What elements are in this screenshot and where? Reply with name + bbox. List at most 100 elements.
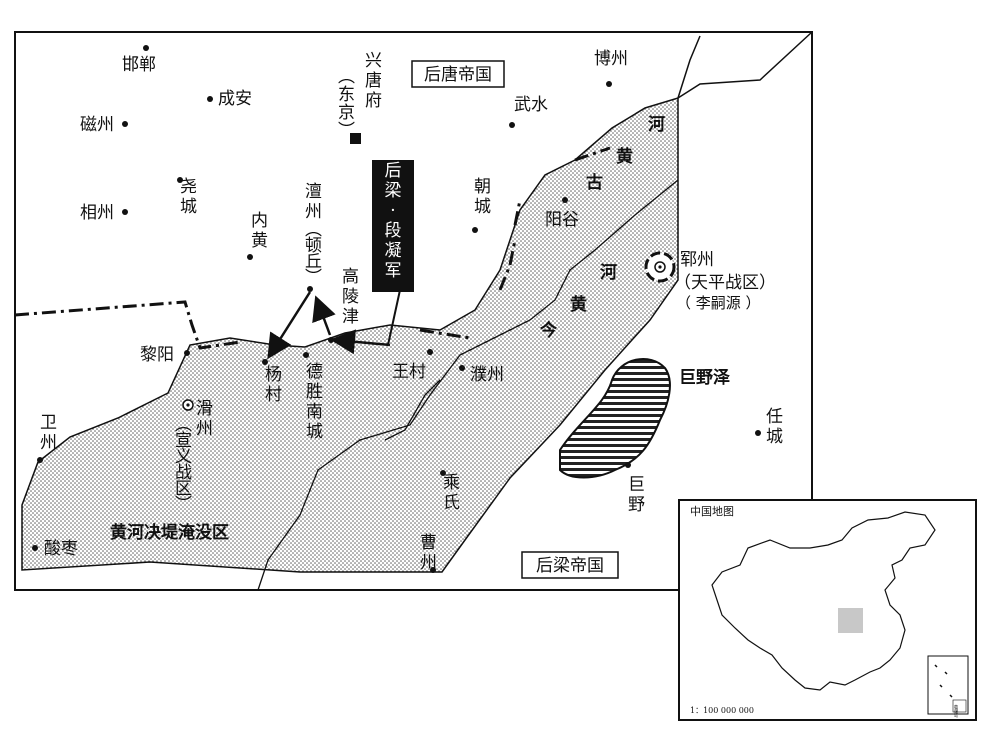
dot-chengshi	[440, 470, 446, 476]
v-xingtang-sub-char: ︵	[338, 67, 355, 87]
v-chaocheng-char: 朝	[474, 177, 491, 197]
south-sea-label-box	[952, 699, 967, 713]
v-deshengnan-char: 德	[306, 362, 323, 382]
dot-wushui	[509, 122, 515, 128]
v-huazhou-sub-char: 战	[175, 463, 192, 483]
army-text-char: 段	[385, 221, 402, 241]
v-huazhou-sub-char: ︶	[175, 495, 192, 515]
v-chengshi-char: 氏	[443, 493, 460, 513]
inset-scale: 1：100 000 000	[690, 706, 754, 715]
inner-river-branch	[384, 379, 441, 441]
locator-square	[838, 608, 863, 633]
label-wushui: 武水	[514, 95, 548, 115]
state-boundary-mid	[419, 328, 471, 340]
china-outline	[711, 511, 936, 691]
label-handan: 邯郸	[122, 55, 156, 75]
old-river-char-1: 河	[648, 115, 665, 135]
label-yanggu: 阳谷	[545, 210, 579, 230]
label-xiangzhou: 相州	[80, 203, 114, 223]
label-huazhou-sub: ︵宣义战区︶	[175, 415, 192, 515]
label-chaocheng: 朝城	[474, 177, 491, 217]
label-chengshi: 乘氏	[443, 473, 460, 513]
dot-suanzao	[32, 545, 38, 551]
v-caozhou-char: 州	[420, 553, 437, 573]
arrow-army-to-wangcun	[387, 289, 401, 346]
label-liyang: 黎阳	[140, 345, 174, 365]
label-wangcun: 王村	[392, 362, 426, 382]
v-rencheng-char: 城	[766, 427, 783, 447]
xingtang-capital-marker	[350, 133, 361, 144]
v-xingtang-char: 兴	[365, 51, 382, 71]
dot-chengan	[207, 96, 213, 102]
south-sea-islands	[934, 664, 953, 698]
v-tanzhou-char: 澶	[305, 182, 322, 202]
later-tang-label: 后唐帝国	[424, 64, 492, 85]
v-chengshi-char: 乘	[443, 473, 460, 493]
state-boundary-ne	[498, 146, 611, 291]
v-xingtang-sub-char: 京	[338, 103, 355, 123]
v-yaocheng-char: 尧	[180, 177, 197, 197]
dot-gaolingjin	[328, 337, 334, 343]
label-yunzhou: 郓州	[680, 250, 714, 270]
sea-label-char: 诸	[954, 709, 958, 715]
v-xingtang-char: 唐	[365, 70, 382, 91]
v-neihuang-char: 黄	[251, 231, 268, 251]
juye-lake	[559, 358, 671, 479]
label-boshou: 博州	[594, 49, 628, 69]
old-river-char-3: 古	[586, 172, 603, 193]
label-xingtang: 兴唐府	[365, 51, 382, 111]
label-rencheng: 任城	[766, 407, 783, 447]
old-river-char-2: 黄	[616, 146, 633, 167]
yunzhou-marker-dot	[658, 265, 662, 269]
dot-juye	[625, 462, 631, 468]
v-yangcun-char: 村	[265, 385, 282, 405]
dot-yangcun	[262, 359, 268, 365]
v-deshengnan-char: 城	[306, 422, 323, 442]
inset-title: 中国地图	[690, 505, 734, 518]
arrow-wangcun-to-gaolingjin	[330, 329, 391, 355]
v-gaolingjin-char: 高	[342, 267, 359, 287]
v-huazhou-char: 州	[196, 419, 213, 439]
lake-label: 巨野泽	[679, 368, 730, 388]
v-yaocheng-char: 城	[180, 197, 197, 217]
dot-liyang	[184, 350, 190, 356]
label-juye: 巨野	[628, 475, 645, 515]
settlement-dots	[32, 45, 761, 573]
dot-yaocheng	[177, 177, 183, 183]
dot-yanggu	[562, 197, 568, 203]
v-neihuang-char: 内	[251, 211, 268, 231]
v-xingtang-sub-char: 东	[338, 85, 355, 105]
label-weizhou: 卫州	[40, 413, 57, 453]
label-deshengnan: 德胜南城	[306, 362, 323, 442]
label-huazhou: 滑州	[196, 399, 213, 439]
v-juye-char: 巨	[628, 475, 645, 495]
v-huazhou-sub-char: 宣	[175, 431, 192, 451]
army-text-char: 梁	[385, 181, 402, 201]
new-river-char-3: 今	[540, 320, 557, 341]
dot-rencheng	[755, 430, 761, 436]
v-yangcun-char: 杨	[265, 365, 282, 385]
v-huazhou-sub-char: ︵	[175, 415, 192, 435]
label-yunzhou-sub2: （ 李嗣源 ）	[676, 294, 761, 312]
v-xingtang-char: 府	[365, 91, 382, 111]
arrow-tanzhou-to-yangcun	[267, 291, 312, 360]
label-cixian: 磁州	[80, 115, 114, 135]
v-tanzhou-sub-char: 丘	[305, 252, 322, 272]
river-bank-ne	[677, 31, 813, 99]
v-gaolingjin-char: 津	[342, 307, 359, 327]
v-caozhou-char: 曹	[420, 533, 437, 553]
army-label: 后梁·段凝军	[385, 161, 402, 281]
v-juye-char: 野	[628, 495, 645, 515]
later-tang-box	[411, 60, 505, 88]
huazhou-marker-dot	[186, 403, 190, 407]
army-box	[372, 160, 414, 292]
label-puzhou: 濮州	[470, 365, 504, 385]
label-suanzao: 酸枣	[44, 539, 78, 559]
old-yellow-river	[257, 179, 679, 591]
label-neihuang: 内黄	[251, 211, 268, 251]
label-caozhou: 曹州	[420, 533, 437, 573]
dot-cixian	[122, 121, 128, 127]
army-text-char: 凝	[385, 241, 402, 261]
v-tanzhou-sub-char: ︵	[305, 220, 322, 240]
